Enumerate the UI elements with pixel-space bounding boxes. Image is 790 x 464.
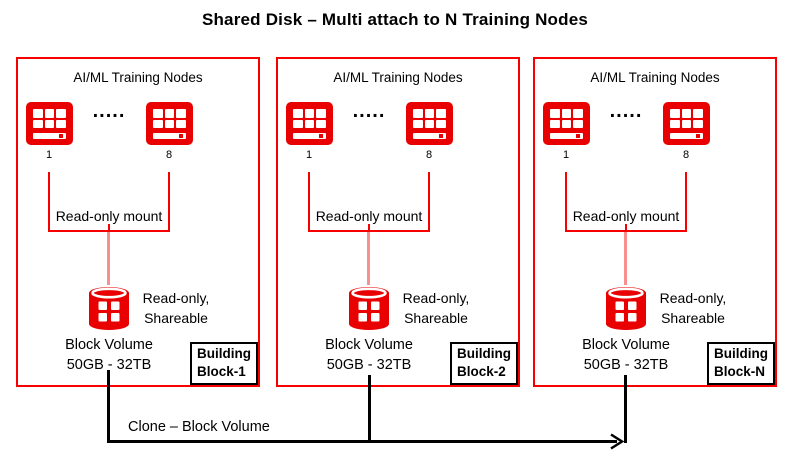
compute-bar <box>413 133 446 139</box>
badge-line1: Building <box>457 346 511 362</box>
badge-line2: Block-1 <box>197 364 246 380</box>
compute-node-icon <box>406 102 453 145</box>
volume-attr-line2: Shareable <box>661 310 725 327</box>
block-volume-icon <box>349 287 389 330</box>
compute-grid <box>293 109 326 128</box>
compute-node-icon <box>543 102 590 145</box>
block-title: AI/ML Training Nodes <box>333 70 463 85</box>
volume-attr-line1: Read-only, <box>402 290 470 306</box>
mount-to-volume-line <box>107 232 110 285</box>
compute-node-icon <box>26 102 73 145</box>
block-volume-icon <box>606 287 646 330</box>
mount-connector-stub <box>368 224 370 230</box>
volume-label: Block Volume 50GB - 32TB <box>29 335 189 376</box>
ellipsis-label: ..... <box>92 100 126 122</box>
compute-bar <box>153 133 186 139</box>
volume-label: Block Volume 50GB - 32TB <box>289 335 449 376</box>
mount-bracket-left-line <box>48 172 50 232</box>
volume-label-line1: Block Volume <box>582 337 670 353</box>
ellipsis-label: ..... <box>609 100 643 122</box>
mount-bracket-bottom-line <box>308 230 430 232</box>
building-block-badge: Building Block-N <box>707 342 775 385</box>
compute-bar <box>670 133 703 139</box>
building-block-1: AI/ML Training Nodes ..... 1 8 Read-only… <box>16 57 260 387</box>
compute-grid <box>33 109 66 128</box>
mount-bracket-right-line <box>168 172 170 232</box>
compute-led-dot <box>696 134 700 138</box>
compute-led-dot <box>319 134 323 138</box>
mount-bracket-bottom-line <box>565 230 687 232</box>
diagram-title: Shared Disk – Multi attach to N Training… <box>201 10 589 29</box>
node-number-last: 8 <box>425 149 433 161</box>
volume-attr-line2: Shareable <box>144 310 208 327</box>
mount-bracket-right-line <box>685 172 687 232</box>
badge-line2: Block-N <box>714 364 766 380</box>
node-number-first: 1 <box>45 149 53 161</box>
volume-label-line1: Block Volume <box>325 337 413 353</box>
clone-label: Clone – Block Volume <box>128 419 270 435</box>
block-title: AI/ML Training Nodes <box>73 70 203 85</box>
badge-line1: Building <box>197 346 251 362</box>
mount-to-volume-line <box>624 232 627 285</box>
mount-connector-stub <box>108 224 110 230</box>
compute-grid <box>153 109 186 128</box>
badge-line1: Building <box>714 346 768 362</box>
building-block-badge: Building Block-1 <box>190 342 258 385</box>
mount-label: Read-only mount <box>315 208 423 224</box>
compute-led-dot <box>179 134 183 138</box>
compute-bar <box>550 133 583 139</box>
mount-connector-stub <box>625 224 627 230</box>
volume-label: Block Volume 50GB - 32TB <box>546 335 706 376</box>
mount-bracket-right-line <box>428 172 430 232</box>
building-block-n: AI/ML Training Nodes ..... 1 8 Read-only… <box>533 57 777 387</box>
node-number-last: 8 <box>682 149 690 161</box>
node-number-first: 1 <box>562 149 570 161</box>
compute-grid <box>670 109 703 128</box>
mount-label: Read-only mount <box>55 208 163 224</box>
badge-line2: Block-2 <box>457 364 506 380</box>
building-block-2: AI/ML Training Nodes ..... 1 8 Read-only… <box>276 57 520 387</box>
volume-attributes: Read-only, Shareable <box>130 288 222 329</box>
mount-bracket-left-line <box>565 172 567 232</box>
compute-node-icon <box>286 102 333 145</box>
volume-attributes: Read-only, Shareable <box>390 288 482 329</box>
mount-to-volume-line <box>367 232 370 285</box>
compute-grid <box>413 109 446 128</box>
volume-label-line2: 50GB - 32TB <box>326 357 412 374</box>
compute-led-dot <box>439 134 443 138</box>
compute-led-dot <box>576 134 580 138</box>
mount-bracket-bottom-line <box>48 230 170 232</box>
clone-arrowhead-icon <box>610 433 625 450</box>
building-block-badge: Building Block-2 <box>450 342 518 385</box>
compute-bar <box>33 133 66 139</box>
ellipsis-label: ..... <box>352 100 386 122</box>
volume-attr-line1: Read-only, <box>659 290 727 306</box>
compute-grid <box>550 109 583 128</box>
compute-node-icon <box>663 102 710 145</box>
compute-bar <box>293 133 326 139</box>
compute-led-dot <box>59 134 63 138</box>
compute-node-icon <box>146 102 193 145</box>
mount-bracket-left-line <box>308 172 310 232</box>
mount-label: Read-only mount <box>572 208 680 224</box>
volume-label-line2: 50GB - 32TB <box>583 357 669 374</box>
block-title: AI/ML Training Nodes <box>590 70 720 85</box>
volume-label-line2: 50GB - 32TB <box>66 357 152 374</box>
volume-attributes: Read-only, Shareable <box>647 288 739 329</box>
block-volume-icon <box>89 287 129 330</box>
volume-attr-line2: Shareable <box>404 310 468 327</box>
volume-label-line1: Block Volume <box>65 337 153 353</box>
volume-attr-line1: Read-only, <box>142 290 210 306</box>
node-number-last: 8 <box>165 149 173 161</box>
node-number-first: 1 <box>305 149 313 161</box>
